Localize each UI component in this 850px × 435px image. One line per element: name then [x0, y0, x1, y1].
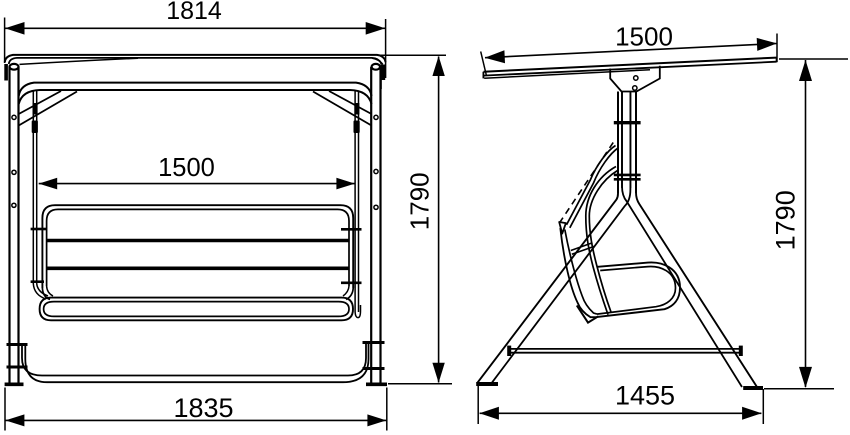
svg-text:1500: 1500	[615, 21, 673, 51]
svg-text:1790: 1790	[771, 190, 801, 250]
svg-text:1455: 1455	[615, 381, 675, 411]
svg-text:1835: 1835	[173, 393, 233, 423]
svg-text:1814: 1814	[166, 0, 222, 25]
svg-text:1500: 1500	[158, 154, 215, 182]
svg-text:1790: 1790	[405, 172, 435, 230]
